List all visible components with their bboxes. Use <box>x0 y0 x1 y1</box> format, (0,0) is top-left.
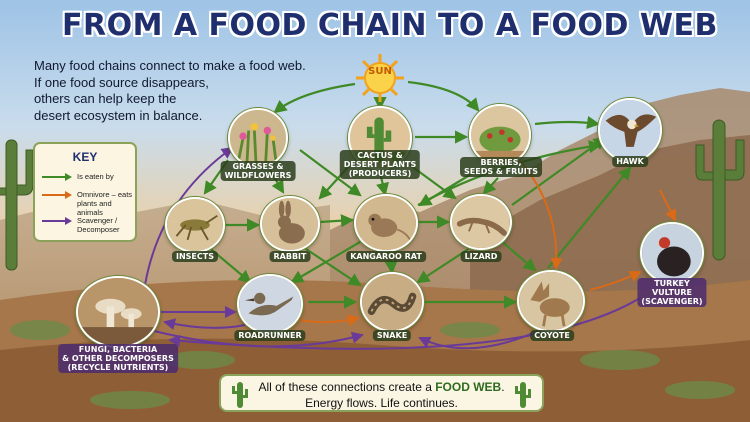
legend-key: KEY Is eaten by Omnivore – eats plants a… <box>33 142 137 242</box>
sun-label: SUN <box>368 66 392 77</box>
hawk-label: HAWK <box>612 156 648 167</box>
key-title: KEY <box>72 150 98 164</box>
cactus-label-line-1: CACTUS & <box>357 151 403 160</box>
vulture-icon <box>642 224 702 282</box>
vulture-label-line-3: (SCAVENGER) <box>641 297 703 306</box>
banner-line-1: All of these connections create a FOOD W… <box>221 380 542 394</box>
coyote-icon <box>519 272 583 330</box>
fungi-label-line-2: & OTHER DECOMPOSERS <box>62 354 174 363</box>
vulture-label-line-1: TURKEY <box>654 279 690 288</box>
roadrunner-icon <box>239 276 301 332</box>
grasses-label-line-2: WILDFLOWERS <box>224 171 292 180</box>
fungi-label-line-3: (RECYCLE NUTRIENTS) <box>67 363 169 372</box>
grasses-label-line-1: GRASSES & <box>232 162 284 171</box>
coyote-node <box>517 270 585 332</box>
banner-line-1-end: . <box>501 380 505 394</box>
rabbit-node <box>260 196 320 252</box>
banner-food-web-emphasis: FOOD WEB <box>435 380 502 394</box>
page-title: FROM A FOOD CHAIN TO A FOOD WEB <box>62 8 718 43</box>
insects-label: INSECTS <box>172 251 218 262</box>
grasses-label: GRASSES & WILDFLOWERS <box>220 161 296 181</box>
roadrunner-label: ROADRUNNER <box>234 330 306 341</box>
rabbit-label: RABBIT <box>269 251 311 262</box>
intro-line-1: Many food chains connect to make a food … <box>34 58 306 73</box>
insects-node <box>165 197 225 253</box>
grasshopper-icon <box>167 199 223 251</box>
fungi-label-line-1: FUNGI, BACTERIA <box>78 345 158 354</box>
kangaroo-rat-icon <box>356 196 416 250</box>
cactus-icon <box>232 382 248 408</box>
snake-icon <box>362 274 422 330</box>
hawk-icon <box>600 100 660 160</box>
sun-icon <box>356 54 404 102</box>
bottom-banner: All of these connections create a FOOD W… <box>219 374 544 412</box>
lizard-label: LIZARD <box>460 251 502 262</box>
snake-label: SNAKE <box>372 330 412 341</box>
berries-node <box>469 104 531 166</box>
kangaroo-rat-label: KANGAROO RAT <box>346 251 426 262</box>
vulture-label: TURKEY VULTURE (SCAVENGER) <box>637 278 707 307</box>
intro-line-2: If one food source disappears, <box>34 74 209 90</box>
intro-text: Many food chains connect to make a food … <box>34 58 324 124</box>
lizard-node <box>450 194 512 250</box>
vulture-label-line-2: VULTURE <box>651 288 693 297</box>
intro-line-4: desert ecosystem in balance. <box>34 107 203 123</box>
banner-line-1-text: All of these connections create a <box>258 380 436 394</box>
cactus-label: CACTUS & DESERT PLANTS (PRODUCERS) <box>339 150 421 179</box>
green-arrow-icon <box>42 173 72 181</box>
cactus-label-line-2: DESERT PLANTS <box>343 160 417 169</box>
roadrunner-node <box>237 274 303 334</box>
rabbit-icon <box>262 198 318 250</box>
snake-node <box>360 272 424 332</box>
grasses-node <box>228 108 288 168</box>
key-omnivore-label: Omnivore – eats plants and animals <box>77 190 133 217</box>
fungi-label: FUNGI, BACTERIA & OTHER DECOMPOSERS (REC… <box>58 344 178 373</box>
fungi-node <box>76 276 160 348</box>
berries-label: BERRIES, SEEDS & FRUITS <box>460 157 542 177</box>
wildflowers-icon <box>230 110 286 166</box>
berries-icon <box>471 106 529 164</box>
intro-line-3: others can help keep the <box>34 91 177 106</box>
berries-label-line-1: BERRIES, <box>480 158 522 167</box>
sun-node <box>354 52 406 104</box>
key-scavenger-label: Scavenger / Decomposer <box>77 216 120 234</box>
banner-line-2: Energy flows. Life continues. <box>305 396 458 410</box>
orange-arrow-icon <box>42 191 72 199</box>
key-eaten-by-label: Is eaten by <box>77 172 114 181</box>
vulture-node <box>640 222 704 284</box>
lizard-icon <box>452 196 510 248</box>
purple-arrow-icon <box>42 217 72 225</box>
coyote-label: COYOTE <box>530 330 574 341</box>
cactus-label-line-3: (PRODUCERS) <box>348 169 412 178</box>
kangaroo-rat-node <box>354 194 418 252</box>
berries-label-line-2: SEEDS & FRUITS <box>464 167 538 176</box>
mushroom-icon <box>78 278 158 346</box>
hawk-node <box>598 98 662 162</box>
cactus-icon <box>515 382 531 408</box>
